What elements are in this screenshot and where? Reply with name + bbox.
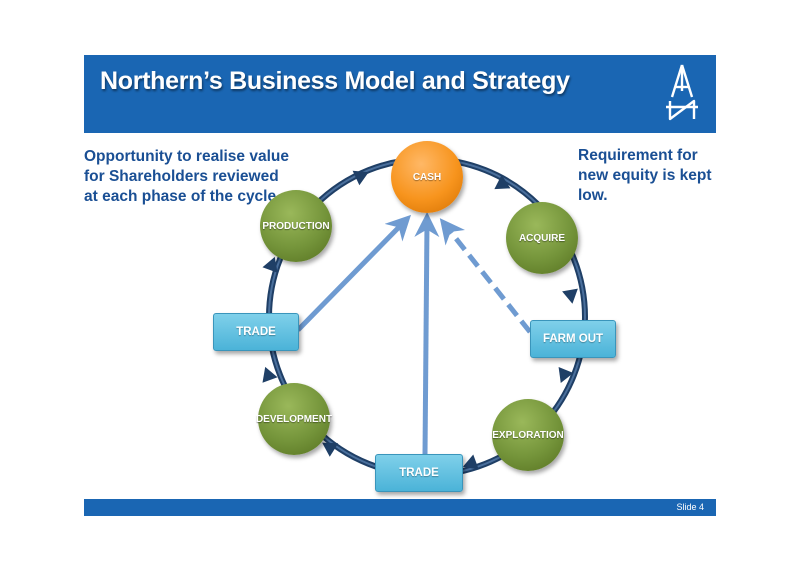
slide-number: Slide 4 xyxy=(676,502,704,512)
trade-bottom-node: TRADE xyxy=(375,454,463,492)
equity-requirement-note: Requirement for new equity is kept low. xyxy=(578,147,712,204)
title-bar: Northern’s Business Model and Strategy xyxy=(84,55,716,133)
production-node: PRODUCTION xyxy=(260,190,332,262)
development-node: DEVELOPMENT xyxy=(256,383,332,455)
farm-out-to-cash-arrow xyxy=(439,218,532,334)
trade-to-cash-arrow xyxy=(296,214,412,332)
ring-arrow-icon xyxy=(262,256,278,273)
farm-out-node: FARM OUT xyxy=(530,320,616,358)
trade-bottom-to-cash-arrow xyxy=(414,212,440,456)
exploration-node: EXPLORATION xyxy=(492,399,564,471)
ring-arrow-icon xyxy=(352,170,369,186)
ring-arrow-icon xyxy=(322,442,339,457)
ring-arrow-icon xyxy=(562,288,578,304)
shareholder-value-note: Opportunity to realise value for Shareho… xyxy=(84,148,289,205)
trade-left-node: TRADE xyxy=(213,313,299,351)
ring-arrow-icon xyxy=(462,454,479,470)
slide-title: Northern’s Business Model and Strategy xyxy=(100,67,570,95)
acquire-node: ACQUIRE xyxy=(506,202,578,274)
ring-direction-arrows xyxy=(262,170,578,470)
footer-bar: Slide 4 xyxy=(84,499,716,516)
ring-arrow-icon xyxy=(494,174,511,190)
cash-node: CASH xyxy=(391,141,463,213)
ring-arrow-icon xyxy=(262,366,278,383)
northern-logo-icon xyxy=(666,64,698,121)
ring-arrow-icon xyxy=(558,367,574,383)
